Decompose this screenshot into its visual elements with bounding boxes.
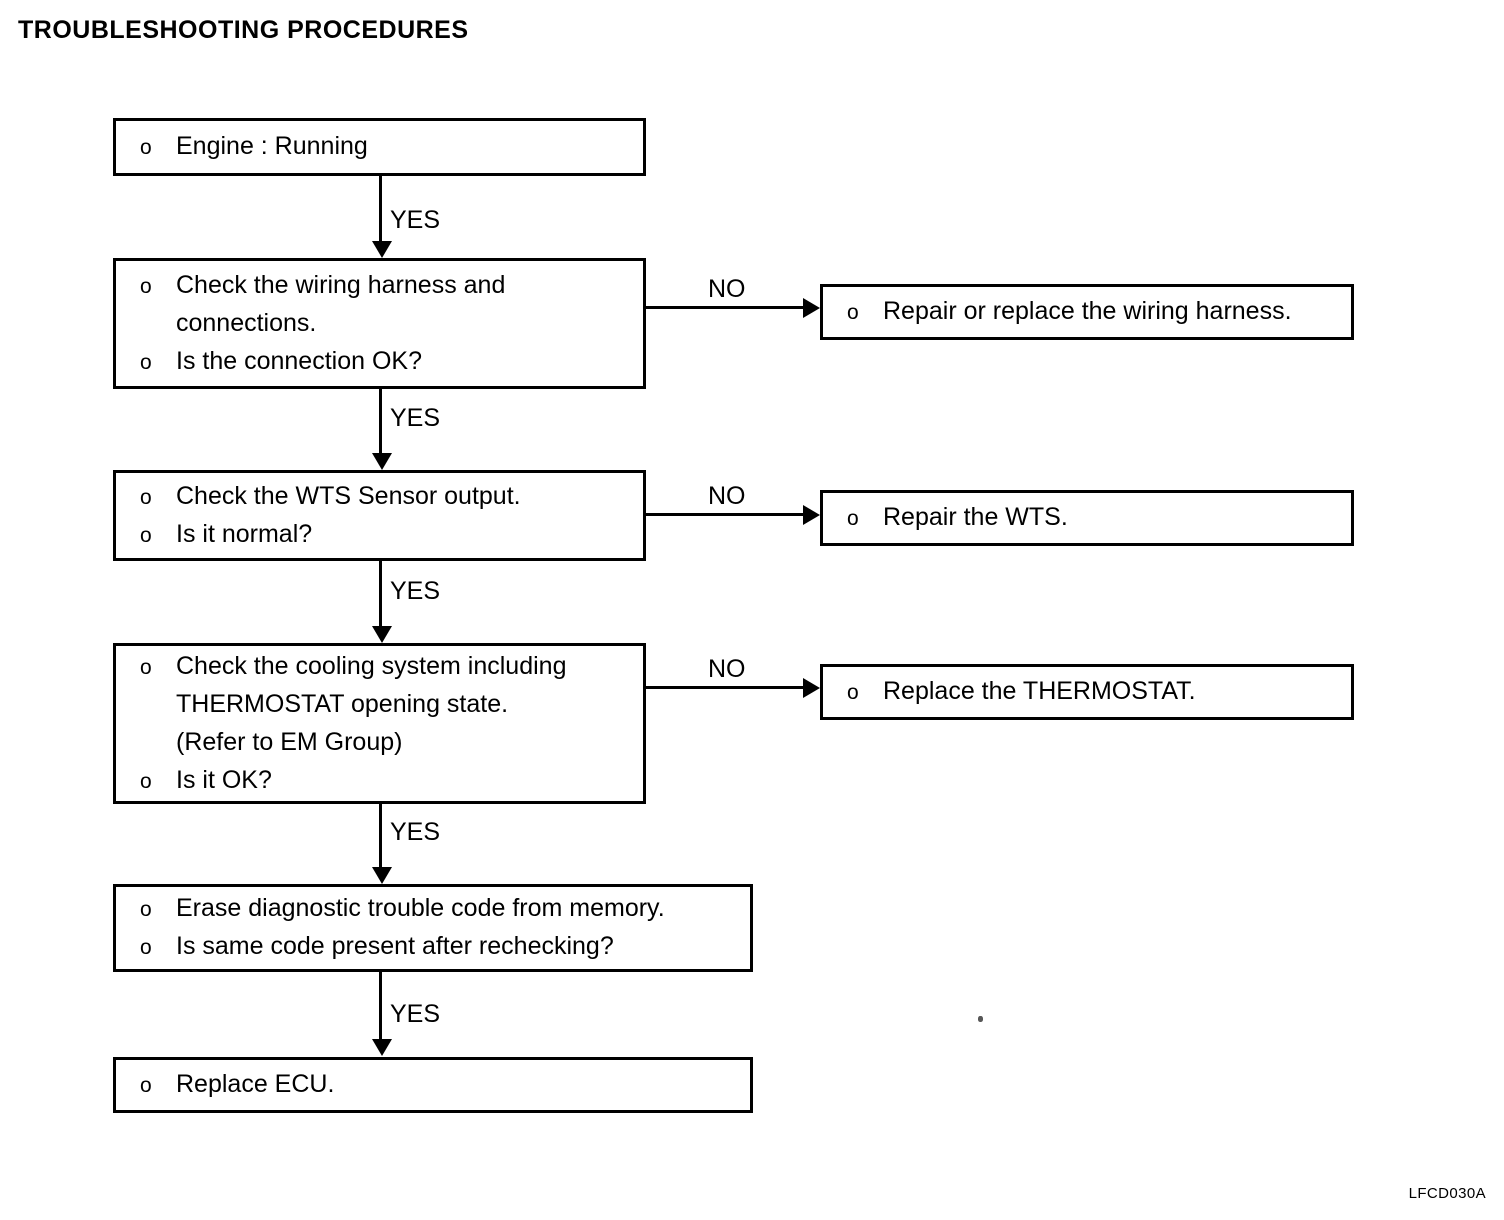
bullet-icon: o xyxy=(847,507,859,530)
node-line: o Check the cooling system including xyxy=(140,648,633,686)
bullet-spacer: o xyxy=(140,688,176,724)
edge-arrowhead-down xyxy=(372,1039,392,1056)
node-text-block: o Erase diagnostic trouble code from mem… xyxy=(140,890,740,966)
bullet-icon: o xyxy=(140,350,152,374)
edge-label-no-3: NO xyxy=(708,655,746,683)
flow-node-replace-thermostat[interactable]: o Replace the THERMOSTAT. xyxy=(820,664,1354,720)
flow-node-check-cooling[interactable]: o Check the cooling system including o T… xyxy=(113,643,646,804)
node-text-block: o Repair or replace the wiring harness. xyxy=(847,293,1341,331)
bullet-icon: o xyxy=(140,936,152,959)
edge-connector-start-to-check-harness xyxy=(379,176,382,242)
node-text-block: o Check the WTS Sensor output. o Is it n… xyxy=(140,478,633,554)
node-line: o Replace ECU. xyxy=(140,1066,740,1104)
edge-connector-erase-code-to-replace-ecu xyxy=(379,972,382,1040)
node-line: o THERMOSTAT opening state. xyxy=(140,686,633,724)
bullet-icon: o xyxy=(140,485,152,509)
node-line: o Is it normal? xyxy=(140,516,633,554)
bullet-icon: o xyxy=(140,898,152,921)
node-line-text: (Refer to EM Group) xyxy=(176,727,403,756)
node-line: o Is it OK? xyxy=(140,762,633,800)
edge-connector-check-harness-to-repair-harness xyxy=(646,306,804,309)
bullet-icon: o xyxy=(847,301,859,324)
node-line-text: Is the connection OK? xyxy=(176,346,422,375)
node-line-text: THERMOSTAT opening state. xyxy=(176,689,509,718)
node-line: o Repair or replace the wiring harness. xyxy=(847,293,1341,331)
edge-label-yes-4: YES xyxy=(390,818,441,846)
flow-node-repair-wts[interactable]: o Repair the WTS. xyxy=(820,490,1354,546)
edge-connector-check-harness-to-check-wts xyxy=(379,389,382,454)
node-line-text: Engine : Running xyxy=(176,132,368,160)
node-line-text: Is it OK? xyxy=(176,765,272,794)
edge-arrowhead-right xyxy=(803,505,820,525)
bullet-icon: o xyxy=(140,1074,152,1097)
node-line-text: Replace ECU. xyxy=(176,1070,335,1098)
node-line-text: Is same code present after rechecking? xyxy=(176,932,614,960)
flow-node-start[interactable]: o Engine : Running xyxy=(113,118,646,176)
node-line: o connections. xyxy=(140,305,633,343)
scan-artifact-speck xyxy=(978,1016,983,1022)
edge-arrowhead-down xyxy=(372,453,392,470)
node-line-text: Repair the WTS. xyxy=(883,503,1068,531)
edge-arrowhead-right xyxy=(803,678,820,698)
node-line-text: Is it normal? xyxy=(176,519,313,548)
node-line: o Check the WTS Sensor output. xyxy=(140,478,633,516)
node-text-block: o Replace ECU. xyxy=(140,1066,740,1104)
edge-arrowhead-down xyxy=(372,867,392,884)
edge-label-yes-1: YES xyxy=(390,206,441,234)
node-line-text: Check the wiring harness and xyxy=(176,270,506,299)
node-line: o (Refer to EM Group) xyxy=(140,724,633,762)
edge-connector-check-wts-to-repair-wts xyxy=(646,513,804,516)
edge-arrowhead-right xyxy=(803,298,820,318)
node-line: o Engine : Running xyxy=(140,128,633,166)
node-line: o Replace the THERMOSTAT. xyxy=(847,673,1341,711)
node-line: o Is same code present after rechecking? xyxy=(140,928,740,966)
node-line: o Repair the WTS. xyxy=(847,499,1341,537)
flow-node-erase-code[interactable]: o Erase diagnostic trouble code from mem… xyxy=(113,884,753,972)
edge-label-yes-3: YES xyxy=(390,577,441,605)
node-text-block: o Check the cooling system including o T… xyxy=(140,648,633,800)
node-text-block: o Engine : Running xyxy=(140,128,633,166)
node-text-block: o Repair the WTS. xyxy=(847,499,1341,537)
node-line: o Is the connection OK? xyxy=(140,343,633,381)
page-title: TROUBLESHOOTING PROCEDURES xyxy=(18,16,469,44)
bullet-spacer: o xyxy=(140,307,176,343)
edge-connector-check-cooling-to-erase-code xyxy=(379,804,382,868)
node-line-text: Repair or replace the wiring harness. xyxy=(883,297,1292,325)
node-line-text: connections. xyxy=(176,308,317,337)
edge-arrowhead-down xyxy=(372,626,392,643)
node-line: o Erase diagnostic trouble code from mem… xyxy=(140,890,740,928)
node-line-text: Replace the THERMOSTAT. xyxy=(883,677,1196,705)
bullet-icon: o xyxy=(140,523,152,547)
bullet-icon: o xyxy=(847,681,859,704)
node-line-text: Erase diagnostic trouble code from memor… xyxy=(176,894,665,922)
edge-label-no-2: NO xyxy=(708,482,746,510)
edge-connector-check-wts-to-check-cooling xyxy=(379,561,382,627)
flow-node-replace-ecu[interactable]: o Replace ECU. xyxy=(113,1057,753,1113)
edge-arrowhead-down xyxy=(372,241,392,258)
node-text-block: o Check the wiring harness and o connect… xyxy=(140,267,633,381)
bullet-icon: o xyxy=(140,769,152,793)
edge-connector-check-cooling-to-replace-thermostat xyxy=(646,686,804,689)
bullet-icon: o xyxy=(140,655,152,679)
flow-node-check-wts[interactable]: o Check the WTS Sensor output. o Is it n… xyxy=(113,470,646,561)
node-line-text: Check the cooling system including xyxy=(176,651,567,680)
node-line-text: Check the WTS Sensor output. xyxy=(176,481,521,510)
bullet-spacer: o xyxy=(140,726,176,762)
edge-label-yes-2: YES xyxy=(390,404,441,432)
node-text-block: o Replace the THERMOSTAT. xyxy=(847,673,1341,711)
node-line: o Check the wiring harness and xyxy=(140,267,633,305)
figure-reference-code: LFCD030A xyxy=(1408,1185,1486,1202)
flow-node-check-harness[interactable]: o Check the wiring harness and o connect… xyxy=(113,258,646,389)
flow-node-repair-harness[interactable]: o Repair or replace the wiring harness. xyxy=(820,284,1354,340)
edge-label-no-1: NO xyxy=(708,275,746,303)
edge-label-yes-5: YES xyxy=(390,1000,441,1028)
bullet-icon: o xyxy=(140,274,152,298)
bullet-icon: o xyxy=(140,136,152,159)
